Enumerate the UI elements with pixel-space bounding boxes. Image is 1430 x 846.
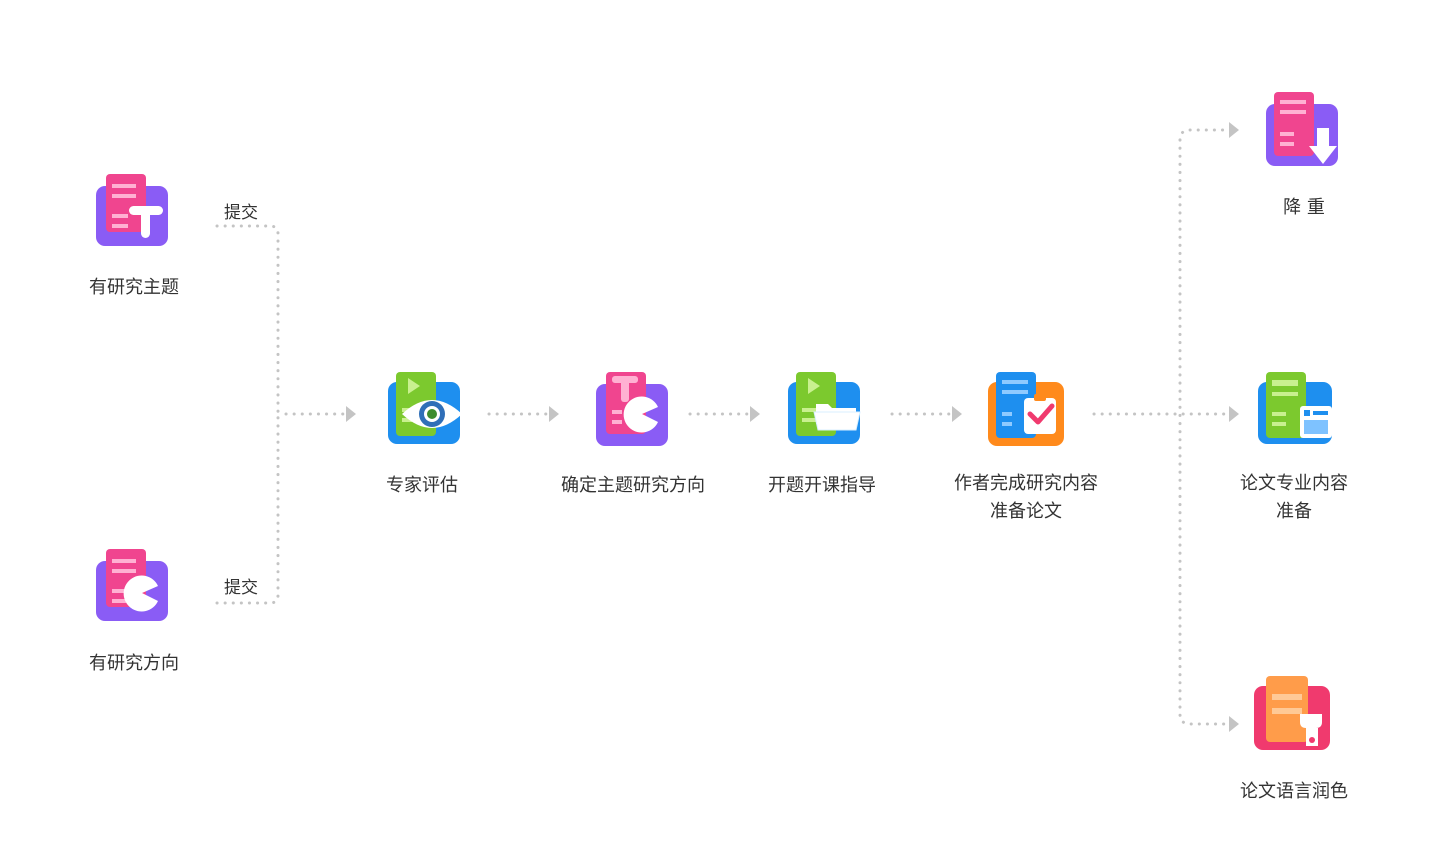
node-label-has-topic: 有研究主题 [89, 277, 179, 298]
node-label-dedup: 降 重 [1283, 197, 1325, 218]
document-pie-icon [84, 539, 184, 635]
arrowhead-content [1229, 406, 1239, 422]
folder-document-icon [772, 364, 872, 460]
window-document-icon [1244, 364, 1344, 460]
node-label-author-line1: 作者完成研究内容 [954, 473, 1098, 494]
topic-pie-icon [582, 364, 682, 460]
arrowhead-dedup [1229, 122, 1239, 138]
node-label-polish: 论文语言润色 [1240, 781, 1348, 802]
node-label-expert-eval: 专家评估 [386, 475, 458, 496]
arrowhead-expert [346, 406, 356, 422]
node-label-content-line2: 准备 [1276, 501, 1312, 522]
arrowhead-author [952, 406, 962, 422]
checklist-document-icon [976, 364, 1076, 460]
connector-topic-to-junction [215, 224, 280, 416]
node-label-confirm-topic: 确定主题研究方向 [561, 475, 705, 496]
arrowhead-guide [750, 406, 760, 422]
connector-direction-to-junction [215, 412, 280, 605]
node-label-author-line2: 准备论文 [990, 501, 1062, 522]
arrowhead-confirm [549, 406, 559, 422]
document-t-icon [84, 164, 184, 260]
arrowhead-polish [1229, 716, 1239, 732]
node-label-opening-guide: 开题开课指导 [768, 475, 876, 496]
eye-document-icon [372, 364, 472, 460]
node-label-has-direction: 有研究方向 [89, 653, 179, 674]
edge-label-submit-top: 提交 [224, 203, 258, 223]
edge-label-submit-bottom: 提交 [224, 578, 258, 598]
download-document-icon [1254, 84, 1354, 180]
node-label-content-line1: 论文专业内容 [1240, 473, 1348, 494]
connector-branch-vertical [1178, 128, 1230, 726]
stamp-document-icon [1240, 668, 1340, 764]
